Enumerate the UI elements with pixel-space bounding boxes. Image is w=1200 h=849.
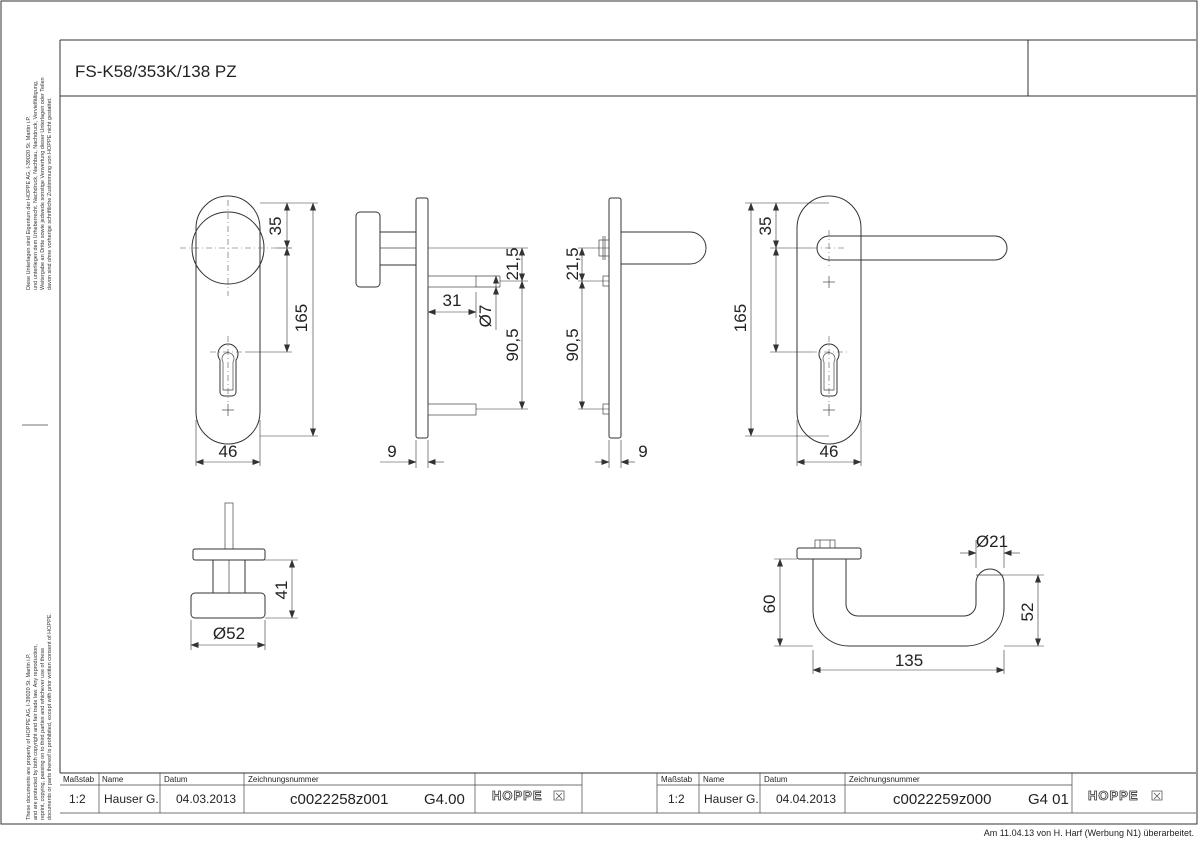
svg-text:These documents are property o: These documents are property of HOPPE AG… bbox=[26, 653, 32, 820]
tb-right-date: 04.04.2013 bbox=[776, 792, 836, 806]
svg-text:davon sind ohne vorherige schr: davon sind ohne vorherige schriftliche Z… bbox=[47, 97, 53, 290]
dim-lever-front-height: 165 bbox=[731, 304, 750, 332]
lever-side-view bbox=[578, 197, 707, 468]
dim-knob-side-plate: 9 bbox=[387, 442, 396, 461]
drawing-title: FS-K58/353K/138 PZ bbox=[75, 62, 237, 81]
tb-right-number-label: Zeichnungsnummer bbox=[849, 775, 920, 784]
dim-lever-top-rise: 60 bbox=[760, 595, 779, 614]
lever-front-view bbox=[745, 195, 1008, 466]
hoppe-logo-left: HOPPE bbox=[492, 788, 543, 803]
dim-lever-side-offset-mid: 90,5 bbox=[563, 328, 582, 361]
lever-top-view bbox=[774, 539, 1044, 674]
hoppe-mark-icon bbox=[553, 790, 565, 801]
hoppe-logo-right: HOPPE bbox=[1088, 788, 1139, 803]
tb-right-scale-label: Maßstab bbox=[661, 775, 693, 784]
dim-knob-top-height: 41 bbox=[272, 581, 291, 600]
dim-knob-side-spindle: 31 bbox=[443, 291, 462, 310]
svg-text:documents or parts thereof is: documents or parts thereof is prohibited… bbox=[47, 613, 53, 820]
tb-left-scale-label: Maßstab bbox=[63, 775, 95, 784]
knob-side-view bbox=[355, 197, 528, 468]
dim-lever-top-depth: 52 bbox=[1018, 603, 1037, 622]
tb-left-number-label: Zeichnungsnummer bbox=[248, 775, 319, 784]
tb-right-date-label: Datum bbox=[764, 775, 788, 784]
drawing-frame bbox=[0, 0, 1198, 825]
dim-knob-front-width: 46 bbox=[219, 442, 238, 461]
dim-lever-side-offset-top: 21,5 bbox=[563, 247, 582, 280]
dim-lever-front-width: 46 bbox=[820, 442, 839, 461]
hoppe-mark-icon bbox=[1151, 790, 1163, 801]
dim-knob-side-pin-dia: Ø7 bbox=[476, 305, 495, 328]
revision-note: Am 11.04.13 von H. Harf (Werbung N1) übe… bbox=[984, 828, 1194, 838]
side-note-upper: Diese Unterlagen sind Eigentum der HOPPE… bbox=[26, 77, 53, 290]
dim-knob-side-offset-top: 21,5 bbox=[503, 247, 522, 280]
tb-right-name-label: Name bbox=[703, 775, 725, 784]
tb-right-number: c0022259z000 bbox=[893, 791, 991, 808]
dim-lever-side-plate: 9 bbox=[638, 442, 647, 461]
tb-right-scale: 1:2 bbox=[668, 792, 685, 806]
tb-left-date: 04.03.2013 bbox=[176, 792, 236, 806]
dim-knob-front-top: 35 bbox=[266, 217, 285, 236]
dim-lever-front-top: 35 bbox=[756, 217, 775, 236]
dim-lever-top-dia: Ø21 bbox=[976, 532, 1008, 551]
tb-left-number: c0022258z001 bbox=[290, 791, 388, 808]
tb-left-scale: 1:2 bbox=[69, 792, 86, 806]
tb-right-rev: G4 01 bbox=[1028, 791, 1069, 808]
svg-text:und unterliegen dem Urheberrec: und unterliegen dem Urheberrecht. Nachdr… bbox=[33, 80, 39, 290]
knob-front-view bbox=[180, 195, 318, 466]
side-note-lower: These documents are property of HOPPE AG… bbox=[26, 613, 53, 820]
svg-text:Diese Unterlagen sind Eigentum: Diese Unterlagen sind Eigentum der HOPPE… bbox=[26, 116, 32, 290]
tb-left-date-label: Datum bbox=[164, 775, 188, 784]
dim-knob-side-offset-mid: 90,5 bbox=[503, 328, 522, 361]
tb-left-rev: G4.00 bbox=[424, 791, 465, 808]
svg-text:Weitergabe an Dritte sowie jed: Weitergabe an Dritte sowie jedwede sonst… bbox=[40, 77, 46, 290]
tb-right-name: Hauser G. bbox=[704, 792, 759, 806]
knob-top-view bbox=[190, 502, 298, 650]
svg-text:and are protected by both copy: and are protected by both copyright and … bbox=[33, 644, 39, 820]
tb-left-name-label: Name bbox=[102, 775, 124, 784]
svg-text:reprint, copying, passing on t: reprint, copying, passing on to third pa… bbox=[40, 648, 46, 820]
dim-knob-top-dia: Ø52 bbox=[213, 624, 245, 643]
title-block bbox=[60, 772, 1196, 814]
tb-left-name: Hauser G. bbox=[104, 792, 159, 806]
dim-lever-top-length: 135 bbox=[895, 651, 923, 670]
dim-knob-front-height: 165 bbox=[292, 304, 311, 332]
